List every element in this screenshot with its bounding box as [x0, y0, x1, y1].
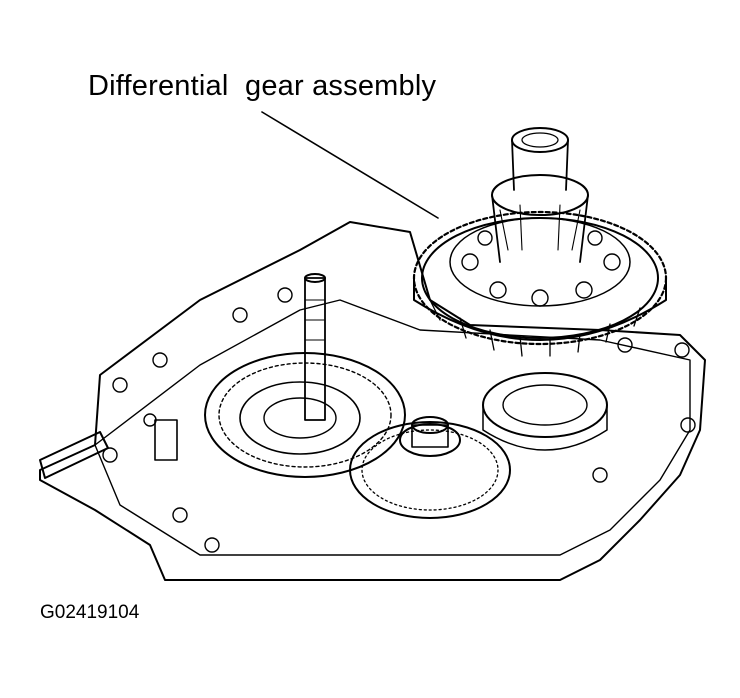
- case-flange-inner: [94, 299, 691, 556]
- figure-code: G02419104: [40, 602, 140, 623]
- transaxle-case-outline: [39, 221, 706, 581]
- left-shaft-stub: [39, 431, 109, 479]
- flange-bolt-holes: [102, 287, 696, 553]
- differential-gear-callout-label: Differential gear assembly: [88, 70, 437, 102]
- callout-leader-line: [261, 111, 439, 219]
- bearing-seat: [482, 372, 608, 438]
- ring-gear-teeth-outer: [412, 210, 668, 346]
- differential-gear-assembly: [412, 127, 668, 357]
- pinion-gear: [349, 421, 511, 519]
- input-shaft: [304, 277, 326, 421]
